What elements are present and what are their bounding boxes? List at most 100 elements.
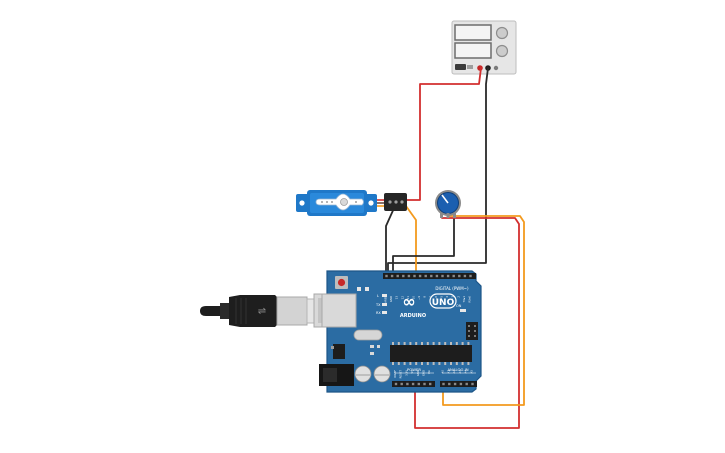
power-header-label: POWER: [407, 367, 421, 372]
digital-pin-label: 4: [445, 296, 449, 298]
arduino-uno-board[interactable]: ∞ UNO ARDUINO DIGITAL (PWM~) TX RX L ON …: [313, 270, 482, 393]
digital-pin[interactable]: [435, 274, 439, 278]
analog-header-label: ANALOG IN: [447, 367, 468, 372]
digital-pin[interactable]: [424, 274, 427, 278]
power-pin-label: IOREF: [393, 370, 397, 378]
power-pin[interactable]: [417, 382, 420, 386]
l-led: [382, 294, 387, 297]
digital-pin-label: RX◂0: [468, 296, 472, 303]
digital-header-label: DIGITAL (PWM~): [435, 286, 469, 291]
chip-pins: [392, 342, 470, 365]
capacitor-2: [373, 365, 391, 383]
rx-label: RX: [376, 311, 381, 315]
digital-pin-label: ~10: [412, 296, 416, 302]
atmega-chip: [390, 345, 472, 362]
digital-pin-label: 12: [400, 296, 404, 300]
dc-power-supply[interactable]: [451, 20, 517, 75]
digital-pin-label: GND: [389, 296, 393, 302]
digital-pin-label: 8: [423, 296, 427, 298]
digital-pin[interactable]: [463, 274, 467, 278]
digital-pin-label: ~3: [451, 296, 455, 300]
digital-pin-label: ~11: [406, 296, 410, 302]
tx-label: TX: [375, 303, 381, 307]
reset-button[interactable]: [337, 278, 346, 287]
analog-pin[interactable]: [471, 382, 474, 386]
rx-led: [382, 311, 387, 314]
analog-pin-label: A0: [441, 370, 445, 374]
tx-led: [382, 303, 387, 306]
servo-horn[interactable]: [315, 193, 364, 211]
analog-pin-label: A1: [446, 370, 450, 374]
digital-pin[interactable]: [446, 274, 450, 278]
wire-red-psu-servo[interactable]: [397, 67, 482, 201]
on-led-label: ON: [456, 304, 462, 308]
board-uno-label: UNO: [432, 298, 455, 308]
digital-pin[interactable]: [390, 274, 394, 278]
psu-voltage-display: [454, 24, 492, 41]
analog-header[interactable]: [440, 381, 477, 387]
digital-pin-label: TX▸1: [462, 296, 466, 303]
wire-black-psu-gnd[interactable]: [387, 67, 489, 278]
crystal-oscillator: [353, 329, 383, 341]
digital-header[interactable]: [383, 273, 476, 279]
digital-pin-label: 2: [456, 296, 460, 298]
power-pin-label: 5V: [410, 370, 414, 374]
l-led-label: L: [377, 294, 379, 298]
digital-pin[interactable]: [418, 274, 422, 278]
power-pin[interactable]: [406, 382, 409, 386]
power-pin[interactable]: [400, 382, 403, 386]
digital-pin[interactable]: [396, 274, 399, 278]
usb-plug-metal: [276, 296, 308, 326]
digital-pin[interactable]: [441, 274, 444, 278]
wire-black-servo-gnd[interactable]: [385, 205, 396, 278]
power-pin-label: RESET: [399, 370, 403, 379]
wire-red-pot-5v[interactable]: [414, 217, 520, 429]
digital-pin-label: AREF: [384, 296, 388, 303]
analog-pin-label: A2: [452, 370, 456, 374]
digital-pin-label: 7: [428, 296, 432, 298]
digital-pin[interactable]: [452, 274, 455, 278]
wires: [385, 67, 525, 429]
analog-pin[interactable]: [453, 382, 457, 386]
power-pin[interactable]: [394, 382, 398, 386]
usb-b-cable[interactable]: ⇌: [200, 295, 332, 327]
psu-current-knob[interactable]: [495, 44, 509, 58]
power-pin[interactable]: [411, 382, 415, 386]
psu-current-display: [454, 42, 492, 59]
digital-pin-label: ~5: [440, 296, 444, 300]
wire-black-pot-gnd[interactable]: [392, 213, 455, 278]
digital-pin-label: ~9: [417, 296, 421, 300]
digital-pin[interactable]: [430, 274, 433, 278]
digital-pin[interactable]: [407, 274, 411, 278]
power-pin[interactable]: [423, 382, 426, 386]
power-pin-label: Vin: [427, 370, 431, 374]
on-led: [460, 309, 466, 312]
digital-pin[interactable]: [385, 274, 388, 278]
analog-pin[interactable]: [442, 382, 445, 386]
micro-servo[interactable]: [296, 190, 407, 216]
psu-power-switch[interactable]: [455, 64, 466, 70]
rotary-potentiometer[interactable]: [435, 190, 461, 218]
wire-orange-servo-pin9[interactable]: [405, 205, 417, 278]
digital-pin-label: 13: [395, 296, 399, 300]
capacitor-1: [354, 365, 372, 383]
analog-pin[interactable]: [465, 382, 468, 386]
analog-pin[interactable]: [448, 382, 451, 386]
icsp-header: [466, 322, 478, 340]
power-pin[interactable]: [429, 382, 432, 386]
analog-pin[interactable]: [459, 382, 463, 386]
psu-voltage-knob[interactable]: [495, 26, 509, 40]
digital-pin[interactable]: [469, 274, 472, 278]
digital-pin[interactable]: [458, 274, 461, 278]
board-logo: ∞: [402, 292, 415, 311]
svg-text:⇌: ⇌: [258, 306, 266, 317]
digital-pin[interactable]: [413, 274, 416, 278]
analog-pin-label: A5: [470, 370, 474, 374]
digital-pin-label: ~6: [434, 296, 438, 300]
digital-pin[interactable]: [402, 274, 405, 278]
wire-orange-pot-a0[interactable]: [442, 215, 525, 406]
analog-pin-label: A4: [464, 370, 468, 374]
